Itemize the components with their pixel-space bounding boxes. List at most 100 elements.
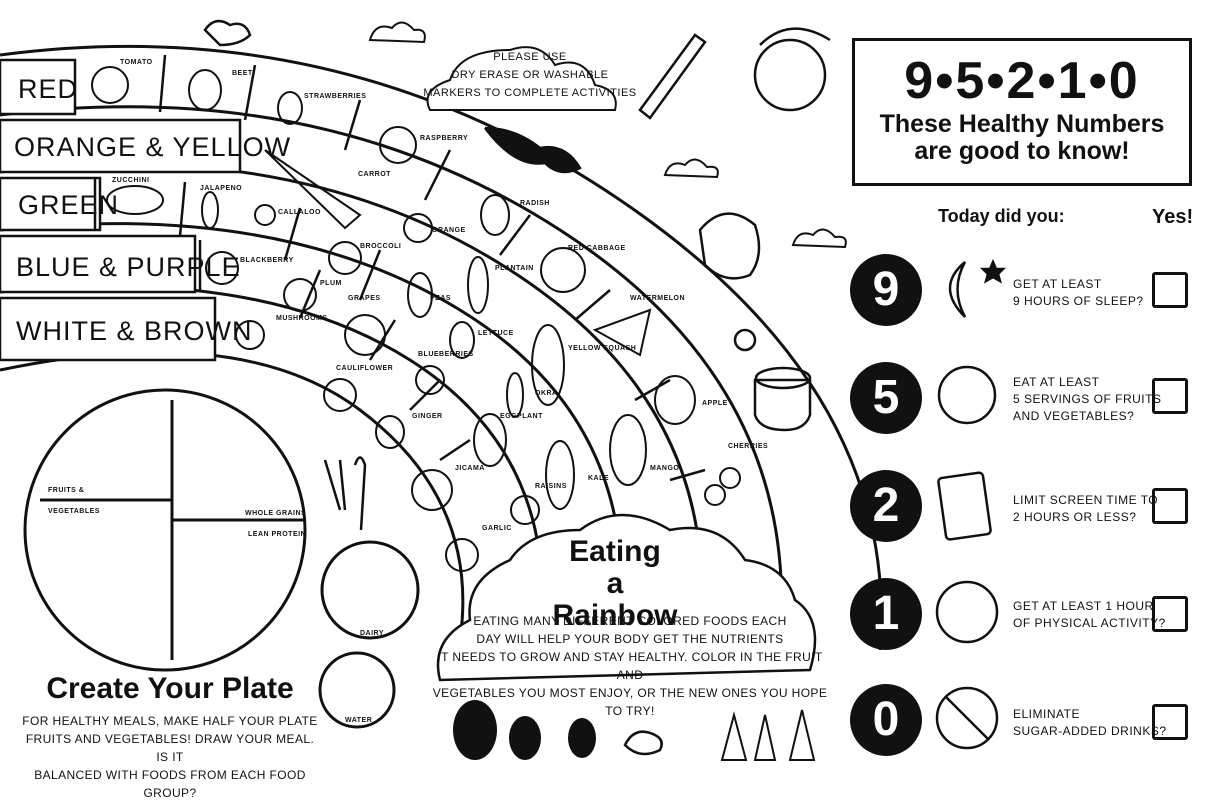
note-line1: PLEASE USE [493, 51, 566, 63]
label-garlic: GARLIC [482, 525, 512, 532]
label-plum: PLUM [320, 280, 342, 287]
plate-fruits-label-2: VEGETABLES [48, 508, 100, 515]
eating-title-line2: a Rainbow [552, 567, 678, 632]
trees [453, 700, 816, 761]
blackberry-icon [205, 251, 239, 285]
eating-rainbow-title: Eating a Rainbow [545, 536, 685, 632]
row-2-line1: LIMIT SCREEN TIME TO [1013, 493, 1159, 507]
girl-face [698, 212, 761, 280]
girl-face-hint [733, 328, 757, 352]
label-cherries: CHERRIES [728, 443, 768, 450]
blueberries-icon [415, 365, 445, 395]
apple-icon [654, 375, 696, 425]
row-5-line2: 5 SERVINGS OF FRUITS [1013, 392, 1162, 406]
raisins-icon [510, 495, 540, 525]
title-subtitle-line2: are good to know! [914, 137, 1130, 165]
okra-icon [506, 372, 524, 418]
plate [23, 388, 420, 729]
label-blackberry: BLACKBERRY [240, 257, 294, 264]
moon-stars-icon [948, 261, 967, 318]
label-mushrooms: MUSHROOMS [276, 315, 328, 322]
row-1-text: GET AT LEAST 1 HOUR OF PHYSICAL ACTIVITY… [1013, 598, 1166, 632]
plate-water-label: WATER [345, 717, 372, 724]
checklist-icons [935, 258, 1007, 750]
plantain-icon [467, 256, 489, 314]
label-cauliflower: CAULIFLOWER [336, 365, 393, 372]
tomato-icon [91, 66, 129, 104]
band-red: RED [18, 74, 78, 104]
label-plantain: PLANTAIN [495, 265, 534, 272]
label-grapes: GRAPES [348, 295, 381, 302]
eating-text-line1: EATING MANY DIFFERENT COLORED FOODS EACH [473, 614, 787, 628]
label-apple: APPLE [702, 400, 728, 407]
label-jicama: JICAMA [455, 465, 485, 472]
plate-protein-label: LEAN PROTEIN [248, 531, 306, 538]
eating-text-line4: VEGETABLES YOU MOST ENJOY, OR THE NEW ON… [432, 686, 828, 718]
orange-icon [403, 213, 433, 243]
row-1-checkbox[interactable] [1152, 596, 1188, 632]
kale-icon [545, 440, 575, 510]
pot-icon [753, 378, 812, 432]
row-9-line1: GET AT LEAST [1013, 277, 1102, 291]
row-2-checkbox[interactable] [1152, 488, 1188, 524]
raspberry-icon [379, 126, 417, 164]
row-9-text: GET AT LEAST 9 HOURS OF SLEEP? [1013, 276, 1144, 310]
label-red-cabbage: RED CABBAGE [568, 245, 626, 252]
row-0-line1: ELIMINATE [1013, 707, 1080, 721]
eating-title-line1: Eating [569, 535, 661, 568]
label-beet: BEET [232, 70, 253, 77]
row-2-text: LIMIT SCREEN TIME TO 2 HOURS OR LESS? [1013, 492, 1158, 526]
row-0-line2: SUGAR-ADDED DRINKS? [1013, 724, 1167, 738]
carrot-icon [264, 149, 362, 230]
plum-icon [283, 278, 317, 312]
label-peas: PEAS [430, 295, 451, 302]
label-ginger: GINGER [412, 413, 443, 420]
label-tomato: TOMATO [120, 59, 153, 66]
callaloo-icon [254, 204, 276, 226]
strawberry-icon [277, 91, 303, 125]
row-1-line2: OF PHYSICAL ACTIVITY? [1013, 616, 1166, 630]
label-mango: MANGO [650, 465, 679, 472]
plate-fruits-label-1: FRUITS & [48, 487, 84, 494]
row-0-text: ELIMINATE SUGAR-ADDED DRINKS? [1013, 706, 1167, 740]
plate-grains-label: WHOLE GRAINS [245, 510, 306, 517]
row-2-line2: 2 HOURS OR LESS? [1013, 510, 1137, 524]
band-green: GREEN [18, 190, 119, 220]
plate-text-line1: FOR HEALTHY MEALS, MAKE HALF YOUR PLATE [22, 714, 318, 728]
row-0-checkbox[interactable] [1152, 704, 1188, 740]
cloud-icon [368, 21, 426, 44]
row-5-checkbox[interactable] [1152, 378, 1188, 414]
segment-dividers [93, 54, 706, 482]
cauliflower-icon [323, 378, 357, 412]
label-raisins: RAISINS [535, 483, 567, 490]
row-5-text: EAT AT LEAST 5 SERVINGS OF FRUITS AND VE… [1013, 374, 1161, 425]
jalapeno-icon [201, 191, 219, 229]
small-bird-icon [623, 730, 663, 756]
decorations [203, 19, 831, 756]
grapes-icon [344, 314, 386, 356]
row-5-number: 5 [850, 362, 922, 434]
row-9-checkbox[interactable] [1152, 272, 1188, 308]
label-carrot: CARROT [358, 171, 391, 178]
eating-rainbow-cloud [436, 513, 817, 682]
plate-circle [23, 388, 307, 672]
eggplant-icon [473, 413, 507, 467]
clouds [368, 21, 847, 249]
label-lettuce: LETTUCE [478, 330, 514, 337]
beet-icon [188, 69, 222, 111]
label-eggplant: EGGPLANT [500, 413, 543, 420]
band-blue-purple: BLUE & PURPLE [16, 252, 241, 282]
healthy-numbers-title-box: 9•5•2•1•0 These Healthy Numbers are good… [852, 38, 1192, 186]
water-circle [318, 651, 396, 729]
row-0-number: 0 [850, 684, 922, 756]
eating-rainbow-text: EATING MANY DIFFERENT COLORED FOODS EACH… [430, 612, 830, 720]
garlic-icon [445, 538, 479, 572]
radish-icon [480, 194, 510, 236]
mushroom-icon [235, 320, 265, 350]
soccer-ball-icon [935, 580, 999, 644]
note-line3: MARKERS TO COMPLETE ACTIVITIES [423, 87, 636, 99]
row-5-line1: EAT AT LEAST [1013, 375, 1100, 389]
band-white-brown: WHITE & BROWN [16, 316, 253, 346]
tree-icon [453, 700, 497, 760]
squash-icon [531, 324, 565, 406]
